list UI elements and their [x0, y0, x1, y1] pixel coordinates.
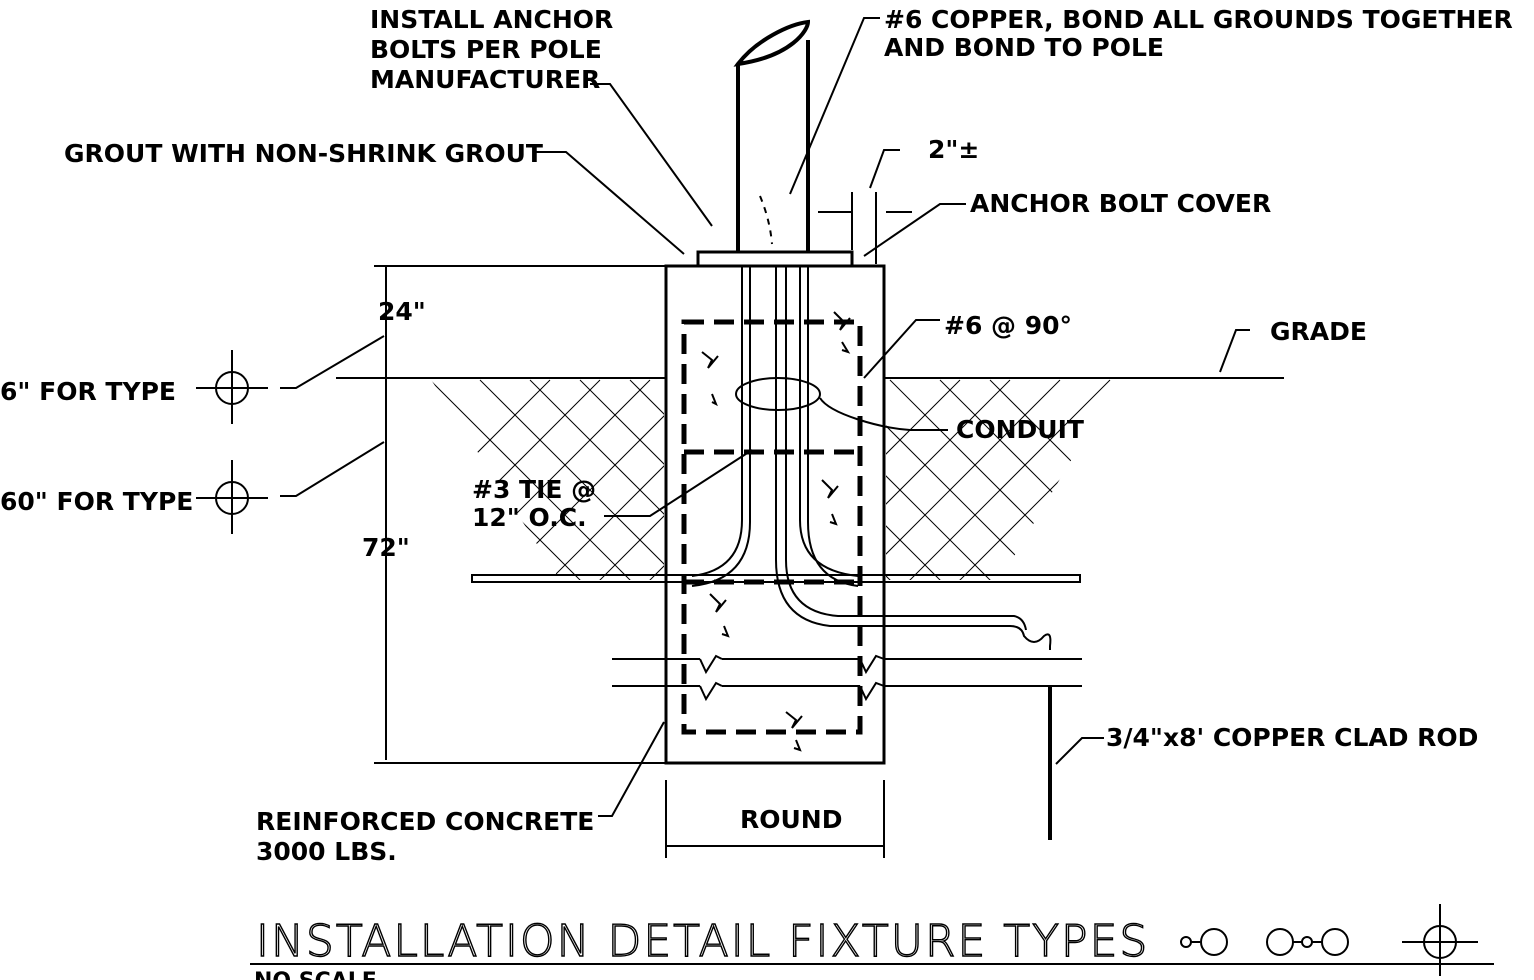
type-symbol-60	[196, 460, 268, 534]
label-copper-bond-2: AND BOND TO POLE	[884, 33, 1164, 62]
label-type-36: 6" FOR TYPE	[0, 377, 176, 406]
label-tie-1: #3 TIE @	[472, 475, 596, 504]
label-rebar-90: #6 @ 90°	[944, 311, 1072, 340]
ground-wire	[759, 195, 1052, 650]
base-plate	[696, 250, 854, 268]
label-dim-72: 72"	[362, 533, 410, 562]
label-anchor-bolt-cover: ANCHOR BOLT COVER	[970, 189, 1271, 218]
label-round: ROUND	[740, 805, 842, 834]
rebar-cage	[681, 319, 863, 735]
conduit-sleeve	[735, 377, 821, 411]
label-anchor-bolts-2: BOLTS PER POLE	[370, 35, 602, 64]
label-type-60: 60" FOR TYPE	[0, 487, 193, 516]
label-grout: GROUT WITH NON-SHRINK GROUT	[64, 139, 543, 168]
label-anchor-bolts-1: INSTALL ANCHOR	[370, 5, 613, 34]
label-concrete-2: 3000 LBS.	[256, 837, 397, 866]
label-copper-rod: 3/4"x8' COPPER CLAD ROD	[1106, 723, 1478, 752]
leader-lines	[280, 17, 1250, 817]
label-tie-2: 12" O.C.	[472, 503, 587, 532]
scale-note: NO SCALE	[254, 969, 377, 980]
label-copper-bond-1: #6 COPPER, BOND ALL GROUNDS TOGETHER	[884, 5, 1513, 34]
label-conduit: CONDUIT	[956, 415, 1084, 444]
label-concrete-1: REINFORCED CONCRETE	[256, 807, 594, 836]
label-clearance: 2"±	[928, 135, 979, 164]
pole	[733, 19, 811, 252]
soil-hatch	[430, 379, 1120, 580]
label-anchor-bolts-3: MANUFACTURER	[370, 65, 600, 94]
diagram-title: INSTALLATION DETAIL FIXTURE TYPES	[256, 916, 1149, 967]
concrete-aggregate	[701, 311, 851, 752]
anchor-bolts	[691, 266, 859, 587]
title-fixture-symbols	[1180, 904, 1478, 976]
label-dim-24: 24"	[378, 297, 426, 326]
label-grade: GRADE	[1270, 317, 1367, 346]
type-symbol-36	[196, 350, 268, 424]
dimension-lines	[374, 192, 912, 858]
cross-plank	[471, 574, 1081, 583]
